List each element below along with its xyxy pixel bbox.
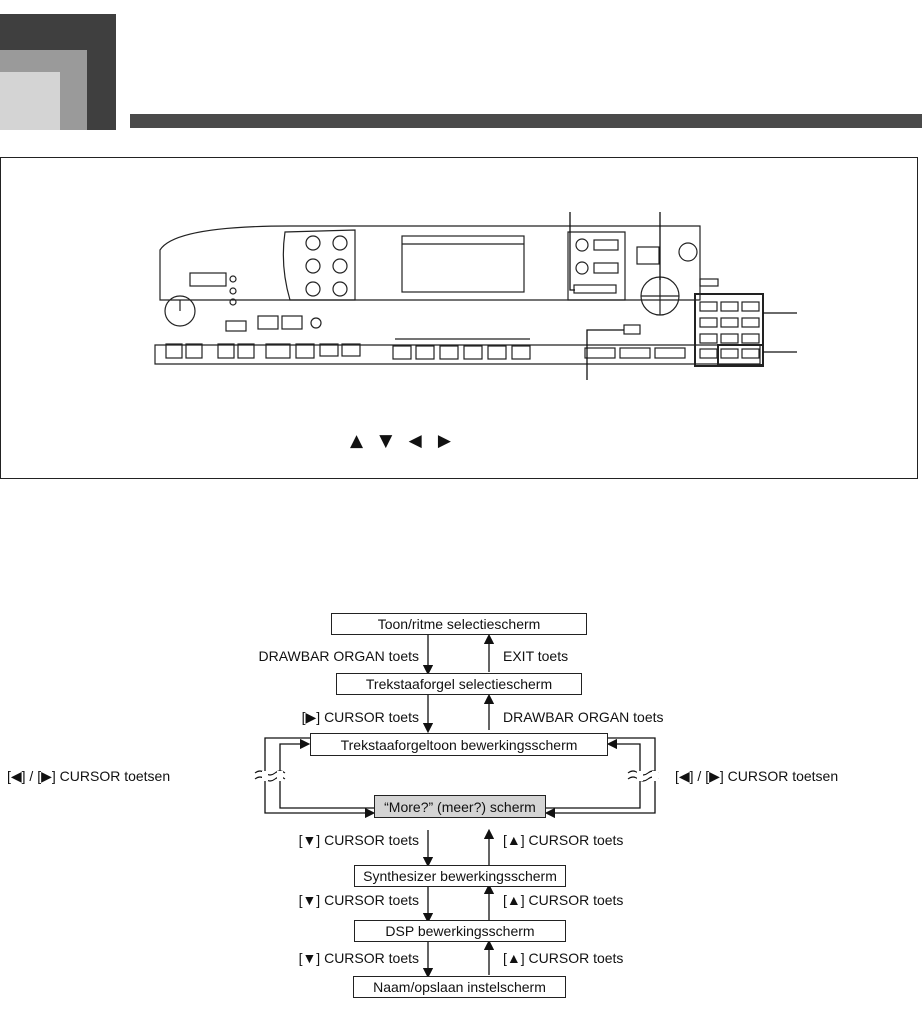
label-cursor-up-2: [▲] CURSOR toets — [503, 892, 624, 908]
label-drawbar-organ-key: DRAWBAR ORGAN toets — [258, 648, 419, 664]
keyboard-panel — [0, 157, 918, 479]
label-cursor-left-right-right: [◀] / [▶] CURSOR toetsen — [675, 768, 839, 784]
screen-more: “More?” (meer?) scherm — [374, 795, 546, 818]
screen-drawbar-select: Trekstaaforgel selectiescherm — [336, 673, 582, 695]
volume-knob — [164, 295, 196, 327]
panel-top-outline — [159, 225, 701, 301]
dsp-button — [636, 246, 660, 265]
label-exit-key: EXIT toets — [503, 648, 569, 664]
screen-name-save: Naam/opslaan instelscherm — [353, 976, 566, 998]
header-rule — [130, 114, 922, 128]
header-block-light — [0, 72, 60, 130]
screen-synth-edit: Synthesizer bewerkingsscherm — [354, 865, 566, 887]
label-cursor-up-3: [▲] CURSOR toets — [503, 950, 624, 966]
label-cursor-up-1: [▲] CURSOR toets — [503, 832, 624, 848]
screen-tone-rhythm: Toon/ritme selectiescherm — [331, 613, 587, 635]
label-cursor-left-right-left: [◀] / [▶] CURSOR toetsen — [7, 768, 171, 784]
label-drawbar-organ-key-up: DRAWBAR ORGAN toets — [503, 709, 664, 725]
drawbar-organ-button — [573, 284, 617, 294]
keyboard-illustration — [154, 212, 797, 380]
cursor-arrow-glyphs: ▲ ▼ ◀ ▶ — [350, 431, 451, 451]
screen-drawbar-edit: Trekstaaforgeltoon bewerkingsscherm — [310, 733, 608, 756]
label-cursor-down-2: [▼] CURSOR toets — [298, 892, 419, 908]
lcd-display — [401, 235, 525, 293]
label-cursor-down-3: [▼] CURSOR toets — [298, 950, 419, 966]
label-cursor-down-1: [▼] CURSOR toets — [298, 832, 419, 848]
power-button — [189, 272, 227, 287]
label-cursor-right: [▶] CURSOR toets — [301, 709, 419, 725]
screen-dsp-edit: DSP bewerkingsscherm — [354, 920, 566, 942]
